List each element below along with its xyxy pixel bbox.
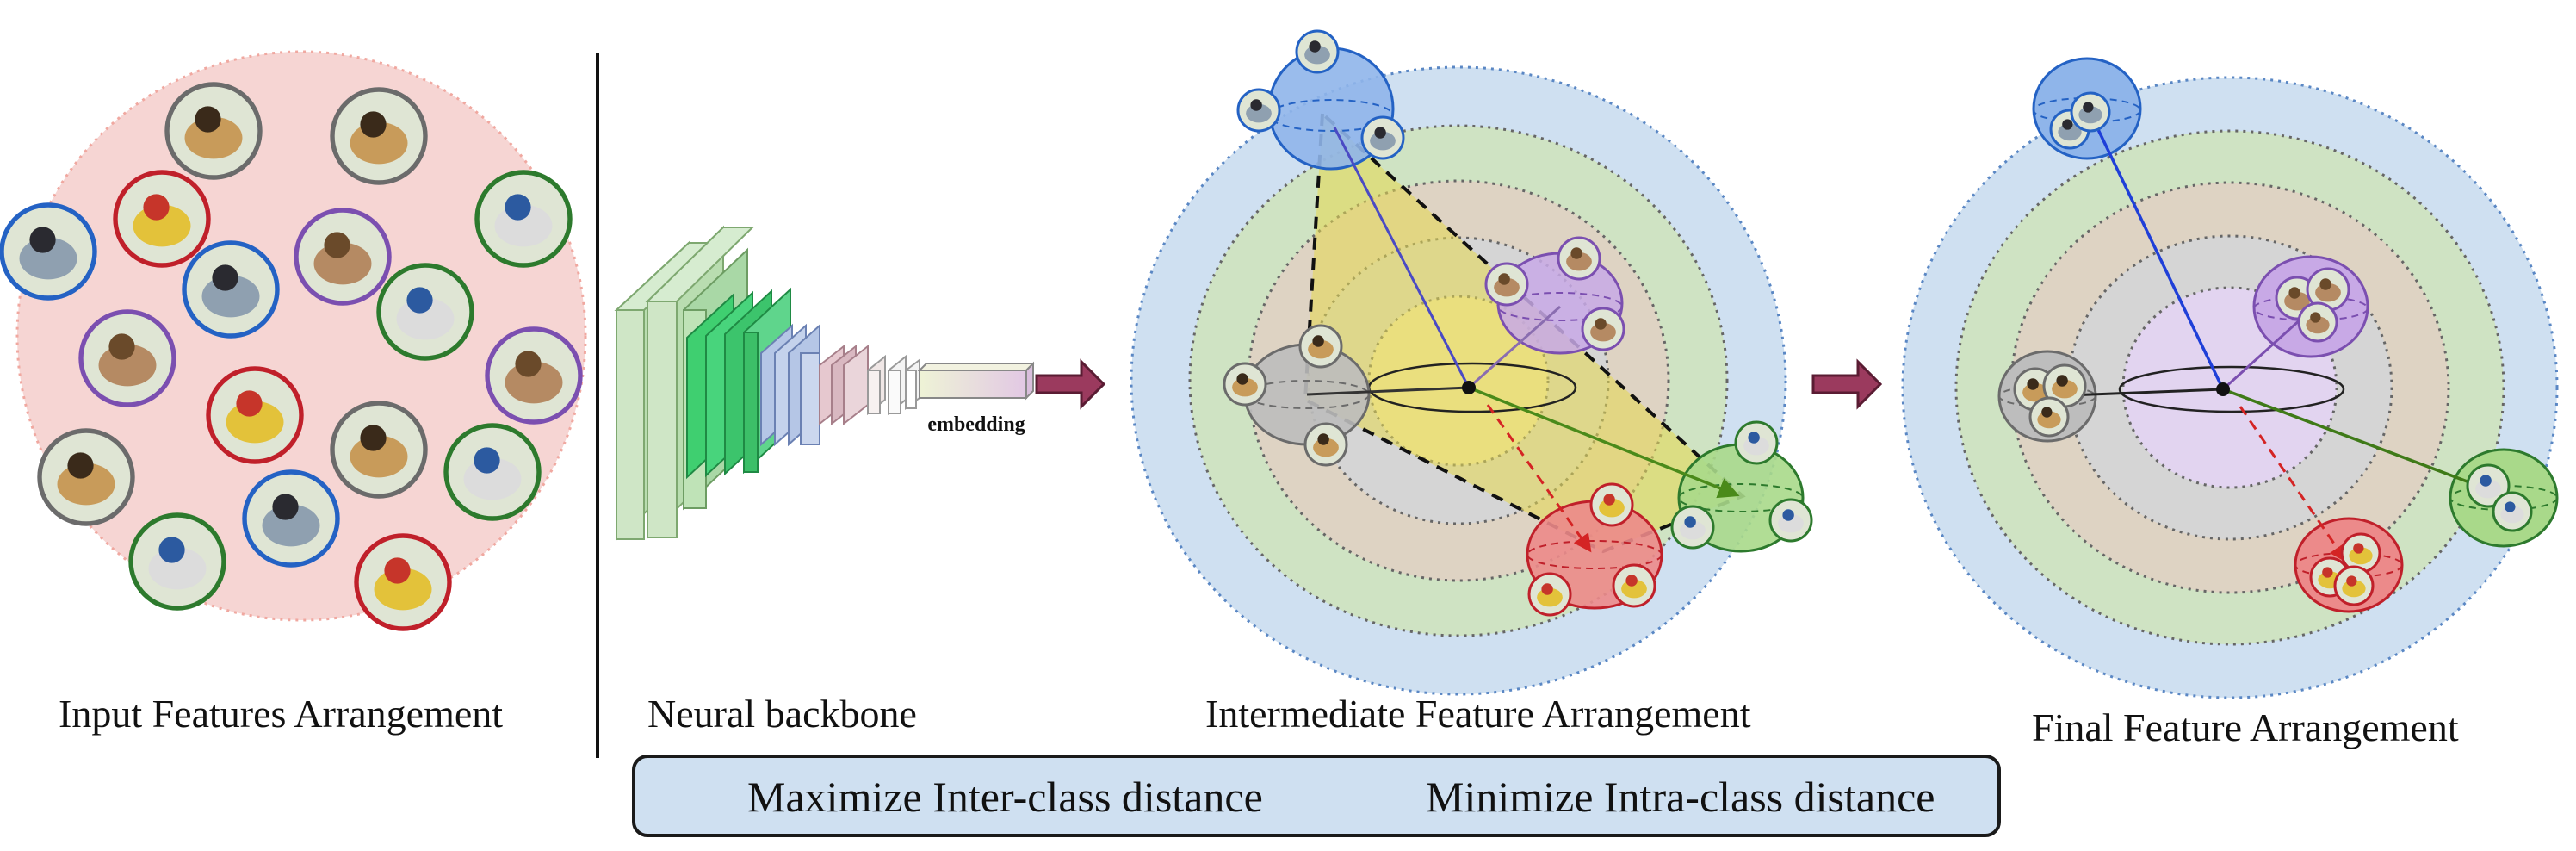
cat-photo-icon: [1581, 307, 1625, 351]
vehicle-photo-icon: [474, 170, 573, 268]
dog-photo-icon: [1223, 362, 1267, 407]
cat-photo-icon: [485, 326, 583, 425]
car-photo-icon: [1360, 115, 1405, 160]
dog-photo-icon: [2042, 363, 2087, 408]
vehicle-photo-icon: [1768, 498, 1813, 543]
bird-photo-icon: [2309, 556, 2350, 598]
car-photo-icon: [242, 469, 340, 568]
vehicle-photo-icon: [376, 263, 474, 361]
dog-photo-icon: [330, 401, 428, 499]
input-photo-thumbnails: [0, 82, 583, 631]
backbone-blue-block: [760, 323, 820, 447]
intermediate-feature-space: [1130, 29, 1813, 696]
caption-final: Final Feature Arrangement: [2032, 705, 2459, 749]
car-photo-icon: [0, 202, 97, 301]
caption-intermediate: Intermediate Feature Arrangement: [1205, 692, 1751, 736]
bird-photo-icon: [1589, 482, 1634, 527]
backbone-small-layers: [867, 354, 920, 416]
final-feature-space: [1901, 57, 2559, 699]
dog-photo-icon: [37, 428, 135, 526]
neural-backbone: embedding: [614, 225, 1036, 542]
legend-maximize-label: Maximize Inter-class distance: [747, 773, 1263, 821]
input-features-panel: [0, 50, 587, 631]
dog-photo-icon: [330, 87, 428, 185]
connector-vehicle: [2222, 388, 2498, 494]
dog-photo-icon: [1298, 324, 1343, 369]
vehicle-photo-icon: [1670, 505, 1715, 550]
connector-cat: [2221, 308, 2313, 391]
right-arrow-icon: [1035, 358, 1106, 410]
caption-input: Input Features Arrangement: [59, 692, 504, 736]
cat-photo-icon: [2306, 267, 2350, 312]
dog-photo-icon: [2028, 396, 2070, 438]
dog-photo-icon: [164, 82, 263, 180]
center-point: [1462, 381, 1476, 394]
right-arrow-icon: [1811, 358, 1883, 410]
dog-photo-icon: [1303, 422, 1348, 467]
center-point: [2216, 382, 2230, 396]
cat-photo-icon: [294, 208, 392, 306]
bird-photo-icon: [1527, 572, 1572, 617]
vehicle-photo-icon: [443, 423, 542, 521]
bird-photo-icon: [354, 533, 452, 631]
cat-photo-icon: [2297, 301, 2338, 343]
connector-cat: [1468, 305, 1561, 389]
embedding-label: embedding: [927, 413, 1025, 436]
car-photo-icon: [1236, 88, 1281, 133]
embedding-vector-icon: [917, 361, 1036, 401]
intermediate-photo-thumbnails: [1223, 29, 1813, 617]
car-photo-icon: [2070, 91, 2111, 133]
bird-photo-icon: [113, 170, 211, 268]
cat-photo-icon: [1557, 236, 1601, 281]
cat-photo-icon: [1484, 262, 1529, 307]
bird-photo-icon: [1612, 563, 1656, 608]
cat-photo-icon: [78, 309, 176, 407]
connector-bird: [1486, 404, 1592, 553]
vehicle-photo-icon: [128, 512, 226, 611]
car-photo-icon: [182, 240, 280, 339]
connector-vehicle: [1468, 386, 1740, 499]
bird-photo-icon: [2333, 565, 2375, 606]
bird-photo-icon: [206, 366, 304, 464]
caption-backbone: Neural backbone: [647, 692, 917, 736]
final-photo-thumbnails: [2013, 91, 2533, 606]
vehicle-photo-icon: [2466, 463, 2511, 508]
legend-minimize-label: Minimize Intra-class distance: [1426, 773, 1935, 821]
connector-car: [1333, 127, 1471, 388]
connector-dog: [1306, 386, 1470, 396]
bird-photo-icon: [2340, 532, 2381, 574]
connector-car: [2092, 120, 2225, 390]
connector-bird: [2239, 406, 2348, 563]
backbone-pink-block: [819, 344, 869, 426]
vehicle-photo-icon: [1734, 420, 1779, 465]
legend-box: Maximize Inter-class distance Minimize I…: [632, 755, 2001, 837]
center-ellipse: [2118, 365, 2345, 413]
car-photo-icon: [1295, 29, 1340, 74]
vehicle-photo-icon: [2492, 491, 2533, 532]
